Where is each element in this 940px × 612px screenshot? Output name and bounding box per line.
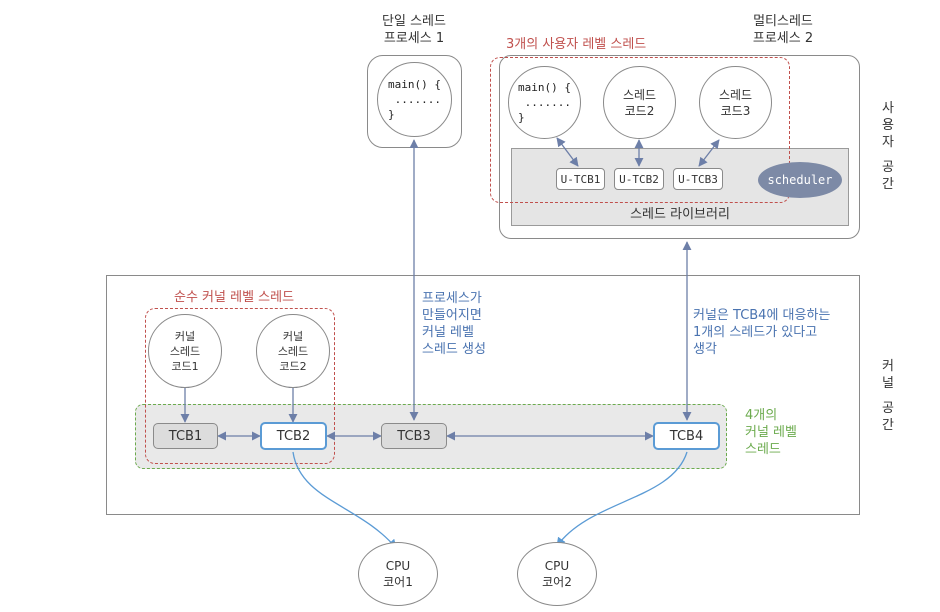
kernel-code1-line2: 스레드 — [169, 344, 201, 358]
kernel-code2-line1: 커널 — [282, 329, 304, 343]
process2-title-line2: 프로세스 2 — [752, 31, 814, 46]
user-thread-code3: 스레드 코드3 — [699, 66, 772, 139]
cpu2-line1: CPU — [544, 559, 570, 573]
kernel-level-line1: 4개의 — [745, 408, 778, 423]
cpu2-line2: 코어2 — [542, 575, 572, 589]
user-space-label: 사 용 자 공 간 — [880, 100, 896, 193]
user-code3-line2: 코드3 — [720, 103, 751, 118]
kernel-space-char: 공 — [882, 401, 894, 416]
cpu-core1: CPU 코어1 — [358, 542, 438, 606]
process1-title: 단일 스레드 프로세스 1 — [362, 13, 466, 47]
user-code3-line1: 스레드 — [718, 87, 753, 102]
cpu1-line1: CPU — [385, 559, 411, 573]
thread-library-label: 스레드 라이브러리 — [630, 207, 730, 222]
process2-title: 멀티스레드 프로세스 2 — [738, 13, 828, 47]
kernel-code1-line1: 커널 — [174, 329, 196, 343]
kernel-space-char: 간 — [882, 418, 894, 433]
user-space-gap — [880, 151, 896, 159]
pure-kernel-threads-label: 순수 커널 레벨 스레드 — [174, 290, 295, 305]
cpu-core2: CPU 코어2 — [517, 542, 597, 606]
cpu1-line2: 코어1 — [383, 575, 413, 589]
kernel-code2-line3: 코드2 — [279, 359, 307, 373]
kernel-thread-code1: 커널 스레드 코드1 — [148, 314, 222, 388]
process-creation-note: 프로세스가 만들어지면 커널 레벨 스레드 생성 — [422, 290, 486, 358]
tcb2: TCB2 — [260, 422, 327, 450]
user-code2-line1: 스레드 — [622, 87, 657, 102]
user-thread-code2: 스레드 코드2 — [603, 66, 676, 139]
user-space-char: 사 — [882, 101, 894, 116]
kernel-note-line3: 생각 — [693, 342, 717, 357]
u-tcb1: U-TCB1 — [556, 168, 605, 190]
kernel-code2-line2: 스레드 — [277, 344, 309, 358]
scheduler-ellipse: scheduler — [758, 162, 842, 198]
kernel-thread-code2: 커널 스레드 코드2 — [256, 314, 330, 388]
kernel-space-box — [106, 275, 860, 515]
user-space-char: 용 — [882, 118, 894, 133]
kernel-space-label: 커 널 공 간 — [880, 358, 896, 434]
user-main-code-text: main() { ....... } — [518, 81, 571, 124]
process1-title-line1: 단일 스레드 — [382, 14, 446, 29]
user-space-char: 간 — [882, 177, 894, 192]
kernel-space-gap — [880, 392, 896, 400]
kernel-level-line2: 커널 레벨 — [745, 425, 797, 440]
process2-title-line1: 멀티스레드 — [753, 14, 813, 29]
user-code2-line2: 코드2 — [624, 103, 655, 118]
kernel-level-line3: 스레드 — [745, 442, 781, 457]
user-level-threads-label: 3개의 사용자 레벨 스레드 — [506, 37, 647, 52]
kernel-code1-line3: 코드1 — [171, 359, 199, 373]
user-space-char: 자 — [882, 135, 894, 150]
process1-main-code: main() { ....... } — [377, 62, 452, 137]
kernel-note-line1: 커널은 TCB4에 대응하는 — [693, 308, 831, 323]
process-note-line4: 스레드 생성 — [422, 342, 486, 357]
kernel-space-char: 커 — [882, 359, 894, 374]
u-tcb3: U-TCB3 — [673, 168, 723, 190]
u-tcb2: U-TCB2 — [614, 168, 664, 190]
kernel-tcb4-note: 커널은 TCB4에 대응하는 1개의 스레드가 있다고 생각 — [693, 307, 830, 358]
kernel-space-char: 널 — [882, 376, 894, 391]
process-note-line3: 커널 레벨 — [422, 325, 474, 340]
arrow-main-utcb1 — [556, 137, 579, 167]
tcb4: TCB4 — [653, 422, 720, 450]
arrow-tcb4-cpu2 — [556, 451, 688, 547]
arrow-code3-utcb3 — [698, 139, 720, 167]
process1-code-text: main() { ....... } — [388, 78, 441, 121]
arrow-tcb2-cpu1 — [292, 451, 397, 549]
process1-title-line2: 프로세스 1 — [383, 31, 445, 46]
user-level-threads-group — [490, 57, 790, 203]
process-note-line2: 만들어지면 — [422, 308, 482, 323]
tcb1: TCB1 — [153, 423, 218, 449]
process-note-line1: 프로세스가 — [422, 291, 482, 306]
kernel-note-line2: 1개의 스레드가 있다고 — [693, 325, 818, 340]
pure-kernel-threads-group — [145, 308, 335, 464]
tcb3: TCB3 — [381, 423, 447, 449]
kernel-level-threads-label: 4개의 커널 레벨 스레드 — [745, 407, 797, 458]
user-thread-main-code: main() { ....... } — [508, 66, 581, 139]
user-space-char: 공 — [882, 160, 894, 175]
